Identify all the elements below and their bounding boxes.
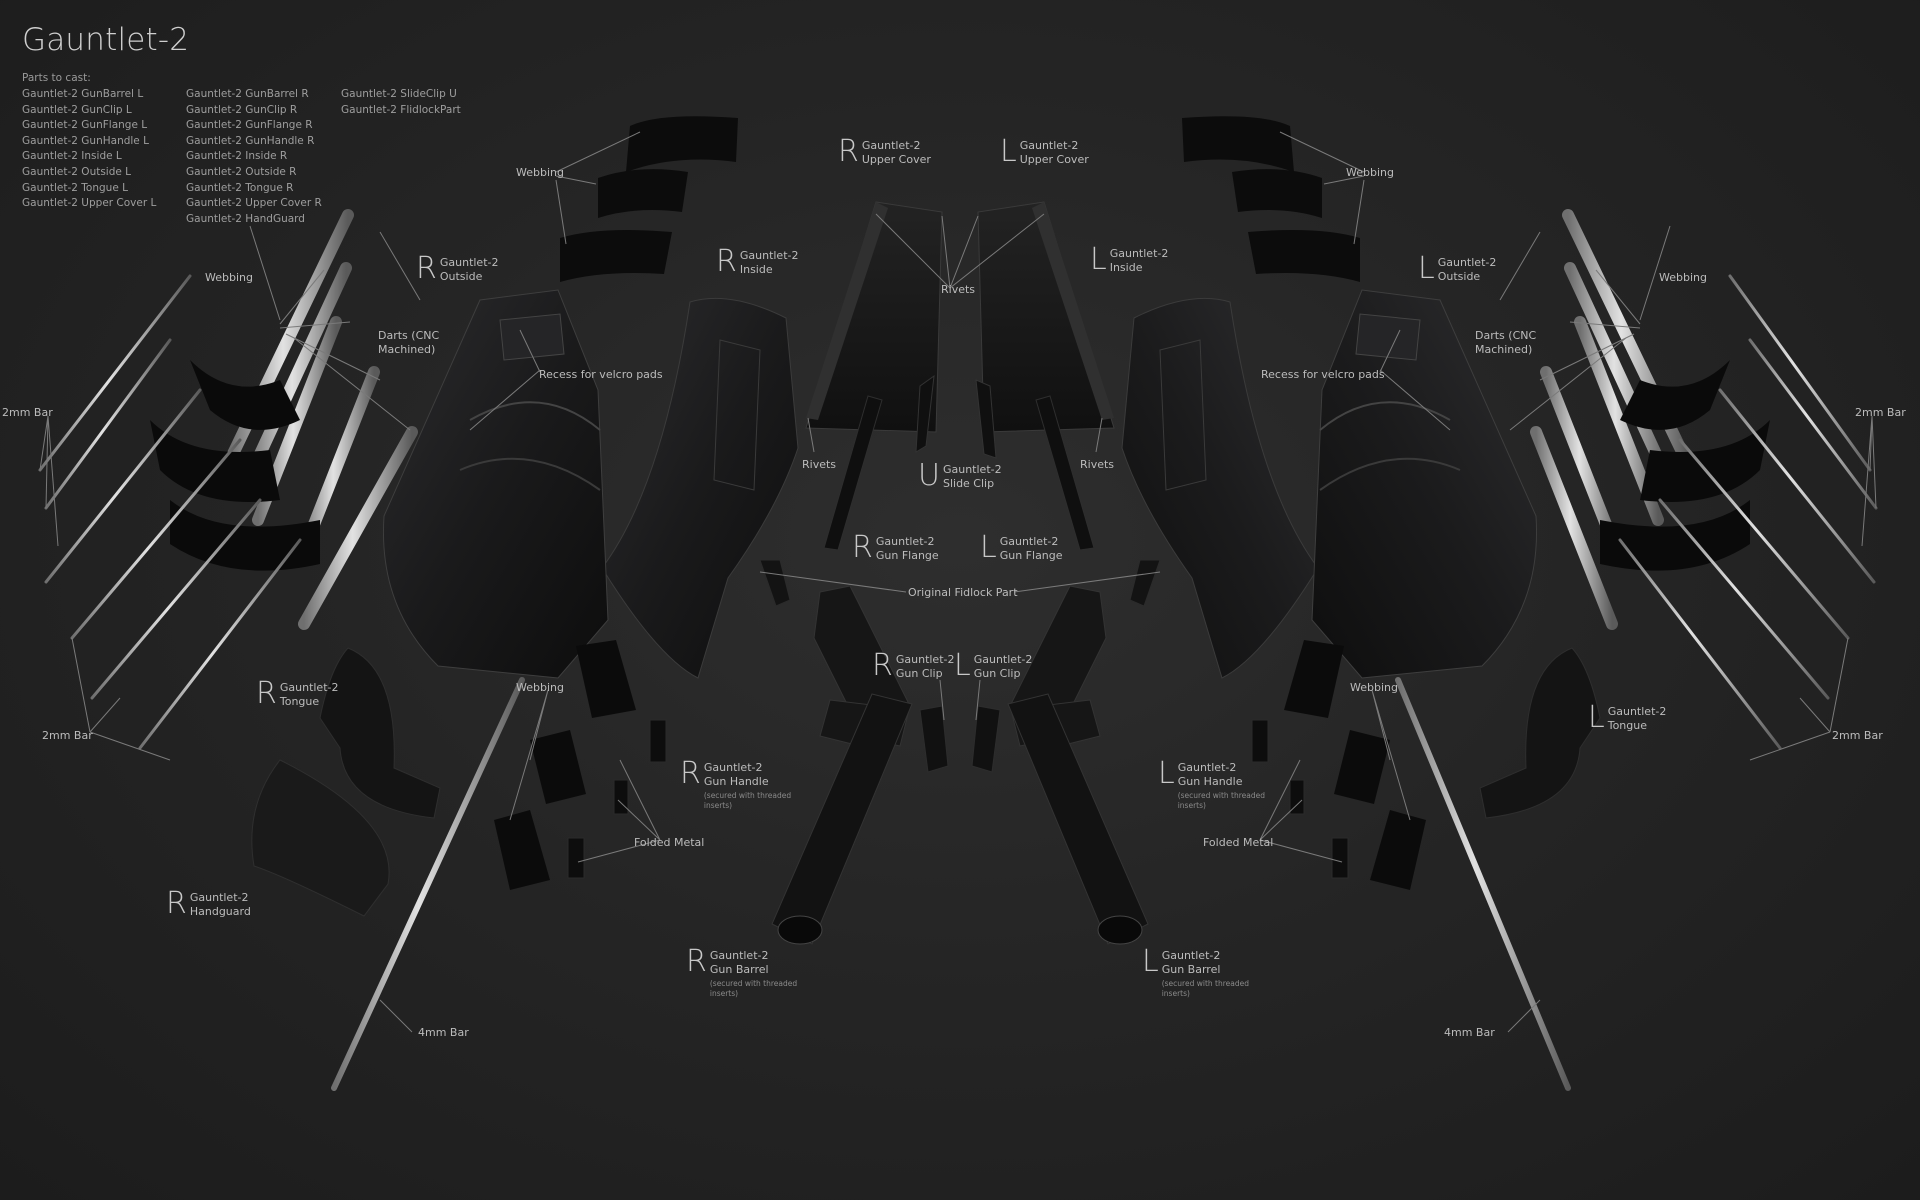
parts-list-item: Gauntlet-2 HandGuard <box>186 212 305 225</box>
parts-list-item: Gauntlet-2 Upper Cover R <box>186 197 322 210</box>
gun-barrel-left-part <box>1007 693 1149 945</box>
parts-list-item: Gauntlet-2 GunHandle R <box>186 134 315 147</box>
parts-list-item: Gauntlet-2 Tongue L <box>22 181 128 194</box>
label-webbing: Webbing <box>516 166 564 179</box>
webbing-bottom-right <box>1284 640 1426 890</box>
parts-list-item: Gauntlet-2 GunClip R <box>186 103 298 116</box>
label-webbing: Webbing <box>205 271 253 284</box>
parts-list-item: Gauntlet-2 GunClip L <box>22 103 132 116</box>
parts-list-item: Gauntlet-2 GunFlange R <box>186 119 313 132</box>
parts-list-item: Gauntlet-2 Inside R <box>186 150 288 163</box>
webbing-side-right <box>1600 360 1770 571</box>
label-2mm-bar: 2mm Bar <box>2 406 53 419</box>
label-webbing: Webbing <box>1350 681 1398 694</box>
parts-list-col2: Gauntlet-2 GunBarrel R Gauntlet-2 GunCli… <box>186 87 322 227</box>
outside-right-part <box>382 289 609 679</box>
bars-2mm-right <box>1618 274 1878 750</box>
label-folded-metal: Folded Metal <box>1203 836 1274 849</box>
parts-list-item: Gauntlet-2 GunHandle L <box>22 134 149 147</box>
label-2mm-bar: 2mm Bar <box>1855 406 1906 419</box>
parts-list-item: Gauntlet-2 Outside L <box>22 165 132 178</box>
label-rivets: Rivets <box>1080 458 1115 471</box>
tongue-right-part <box>319 647 441 819</box>
folded-metal-parts <box>567 719 1349 879</box>
gun-barrel-right-part <box>771 693 913 945</box>
fidlock-parts <box>759 559 1161 607</box>
outside-left-part <box>1311 289 1538 679</box>
webbing-bottom-left <box>494 640 636 890</box>
label-webbing: Webbing <box>1346 166 1394 179</box>
parts-list-item: Gauntlet-2 GunBarrel R <box>186 88 309 100</box>
parts-list-col3: Gauntlet-2 SlideClip U Gauntlet-2 Flidlo… <box>341 87 461 118</box>
parts-list-col1: Gauntlet-2 GunBarrel L Gauntlet-2 GunCli… <box>22 87 156 212</box>
parts-list-item: Gauntlet-2 FlidlockPart <box>341 103 461 116</box>
parts-heading: Parts to cast: <box>22 72 91 84</box>
parts-list-item: Gauntlet-2 Inside L <box>22 150 122 163</box>
inside-left-part <box>1121 297 1319 679</box>
gun-clip-parts <box>919 705 1001 773</box>
label-recess-velcro: Recess for velcro pads <box>1261 368 1385 381</box>
parts-list-item: Gauntlet-2 GunBarrel L <box>22 88 144 100</box>
parts-list-item: Gauntlet-2 Outside R <box>186 165 297 178</box>
handguard-part <box>251 759 390 917</box>
label-webbing: Webbing <box>1659 271 1707 284</box>
parts-list-item: Gauntlet-2 Upper Cover L <box>22 197 157 210</box>
webbing-top-left <box>560 116 738 282</box>
bars-2mm-left <box>38 274 302 750</box>
label-fidlock: Original Fidlock Part <box>908 586 1018 599</box>
parts-list-item: Gauntlet-2 Tongue R <box>186 181 294 194</box>
inside-right-part <box>601 297 799 679</box>
label-rivets: Rivets <box>941 283 976 296</box>
parts-list-item: Gauntlet-2 GunFlange L <box>22 119 148 132</box>
webbing-side-left <box>150 360 320 571</box>
label-folded-metal: Folded Metal <box>634 836 705 849</box>
label-2mm-bar: 2mm Bar <box>42 729 93 742</box>
label-4mm-bar: 4mm Bar <box>1444 1026 1495 1039</box>
webbing-top-right <box>1182 116 1360 282</box>
label-webbing: Webbing <box>516 681 564 694</box>
upper-cover-right-part <box>805 201 943 433</box>
bars-4mm <box>331 677 1571 1091</box>
leader-lines <box>39 131 1877 1033</box>
gun-flange-parts <box>823 395 1095 551</box>
label-4mm-bar: 4mm Bar <box>418 1026 469 1039</box>
upper-cover-left-part <box>977 201 1115 433</box>
label-recess-velcro: Recess for velcro pads <box>539 368 663 381</box>
slide-clip-part <box>915 374 997 459</box>
label-2mm-bar: 2mm Bar <box>1832 729 1883 742</box>
tongue-left-part <box>1479 647 1601 819</box>
label-rivets: Rivets <box>802 458 837 471</box>
parts-list-item: Gauntlet-2 SlideClip U <box>341 88 457 100</box>
diagram-title: Gauntlet-2 <box>22 22 190 58</box>
